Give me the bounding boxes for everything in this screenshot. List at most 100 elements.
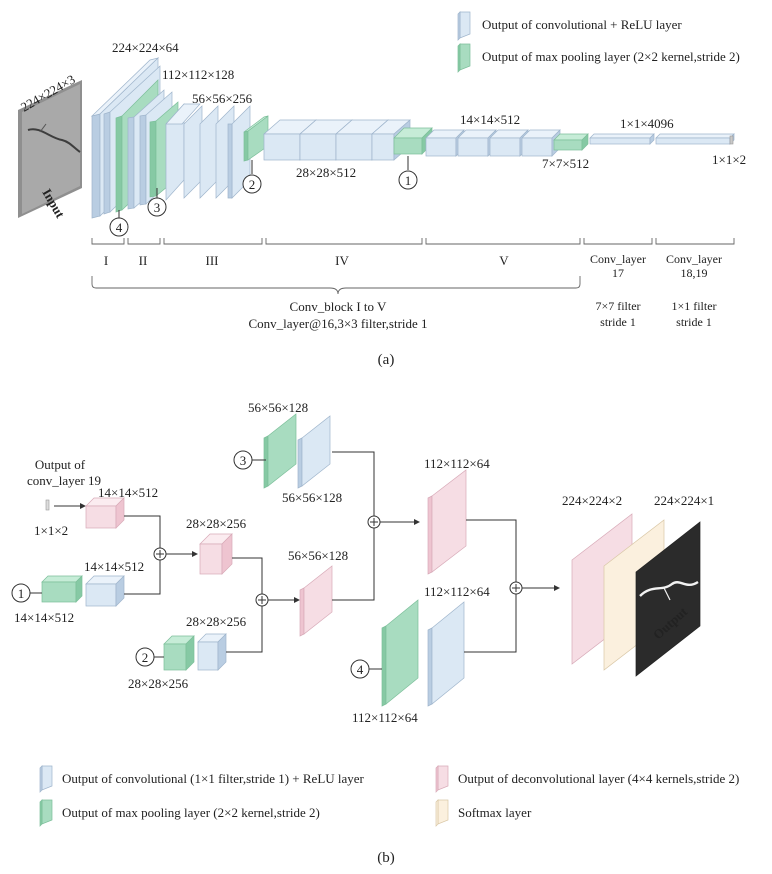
size-7x7x512: 7×7×512 xyxy=(542,156,589,171)
legend-b-maxpool-swatch xyxy=(39,799,53,827)
summary-line-2: Conv_layer@16,3×3 filter,stride 1 xyxy=(248,316,427,331)
block-label-1: I xyxy=(104,253,108,268)
merge1-line-top xyxy=(124,515,161,548)
merge4-line-bottom xyxy=(464,594,517,653)
size-b-14-green: 14×14×512 xyxy=(14,610,74,625)
merge3-line-top xyxy=(332,451,375,516)
size-224x224x64: 224×224×64 xyxy=(112,40,179,55)
conv1819-stride: stride 1 xyxy=(676,315,712,329)
conv-14x14x512 xyxy=(85,575,125,607)
caption-a: (a) xyxy=(378,352,395,368)
caption-b: (b) xyxy=(377,850,395,866)
summary-line-1: Conv_block I to V xyxy=(290,299,388,314)
legend-b-conv-label: Output of convolutional (1×1 filter,stri… xyxy=(62,771,365,786)
size-b-112-pink: 112×112×64 xyxy=(424,456,490,471)
conv-112x112x64 xyxy=(427,601,465,707)
legend-a-maxpool-label: Output of max pooling layer (2×2 kernel,… xyxy=(482,49,740,64)
block-5-layers xyxy=(425,129,589,157)
legend-a-conv-label: Output of convolutional + ReLU layer xyxy=(482,17,682,32)
size-56x56x256: 56×56×256 xyxy=(192,91,253,106)
size-1x1x4096: 1×1×4096 xyxy=(620,116,674,131)
input-1x1x2-block xyxy=(45,499,50,511)
size-b-56-green: 56×56×128 xyxy=(248,400,308,415)
size-14x14x512: 14×14×512 xyxy=(460,112,520,127)
marker-b-3: 3 xyxy=(233,450,266,470)
size-b-14-blue: 14×14×512 xyxy=(84,559,144,574)
marker-a-2: 2 xyxy=(242,160,262,194)
legend-b-softmax-label: Softmax layer xyxy=(458,805,532,820)
svg-text:4: 4 xyxy=(357,662,364,677)
svg-text:1: 1 xyxy=(18,586,25,601)
conv1819-label-line1: Conv_layer xyxy=(666,252,722,266)
block-label-5: V xyxy=(499,253,509,268)
size-b-28-blue: 28×28×256 xyxy=(186,614,247,629)
size-b-28-pink: 28×28×256 xyxy=(186,516,247,531)
maxpool-112x112x64 xyxy=(381,599,419,707)
block-4-layers xyxy=(263,119,433,161)
size-b-112-green: 112×112×64 xyxy=(352,710,418,725)
deconv-14x14x512 xyxy=(85,497,125,529)
size-28x28x512: 28×28×512 xyxy=(296,165,356,180)
merge3-line-bottom xyxy=(332,528,375,601)
conv1819-filter: 1×1 filter xyxy=(671,299,716,313)
input-image: 224×224×3 Input xyxy=(18,72,82,221)
marker-a-4: 4 xyxy=(109,210,129,237)
marker-a-3: 3 xyxy=(147,188,167,217)
svg-text:1: 1 xyxy=(405,173,412,188)
size-b-56-pink: 56×56×128 xyxy=(288,548,348,563)
legend-b-deconv-label: Output of deconvolutional layer (4×4 ker… xyxy=(458,771,739,786)
size-b-112-blue: 112×112×64 xyxy=(424,584,490,599)
svg-text:3: 3 xyxy=(240,453,247,468)
output-of-label-1: Output of xyxy=(35,457,86,472)
marker-b-1: 1 xyxy=(11,583,42,603)
block-3-layers xyxy=(165,103,269,201)
conv17-filter: 7×7 filter xyxy=(595,299,640,313)
conv17-label-line2: 17 xyxy=(612,266,624,280)
merge4-line-top xyxy=(466,519,517,582)
deconv-28x28x256 xyxy=(199,533,233,575)
size-b-224-pink: 224×224×2 xyxy=(562,493,622,508)
deconv-112x112x64 xyxy=(427,469,467,575)
svg-text:3: 3 xyxy=(154,200,161,215)
conv-18-19-layers xyxy=(655,133,735,145)
size-b-56-blue: 56×56×128 xyxy=(282,490,342,505)
summary-brace xyxy=(91,276,581,295)
size-b-28-green: 28×28×256 xyxy=(128,676,189,691)
conv-56x56x128 xyxy=(297,415,331,489)
block-label-3: III xyxy=(206,253,219,268)
legend-b-softmax-swatch xyxy=(435,799,449,827)
maxpool-14x14x512 xyxy=(41,575,83,603)
legend-b-maxpool-label: Output of max pooling layer (2×2 kernel,… xyxy=(62,805,320,820)
conv-17-layer xyxy=(589,133,655,145)
deconv-56x56x128 xyxy=(299,565,333,637)
conv17-stride: stride 1 xyxy=(600,315,636,329)
marker-a-1: 1 xyxy=(398,156,418,190)
size-b-14-pink: 14×14×512 xyxy=(98,485,158,500)
conv17-label-line1: Conv_layer xyxy=(590,252,646,266)
legend-b-deconv-swatch xyxy=(435,765,449,793)
svg-text:4: 4 xyxy=(116,220,123,235)
legend-b-conv-swatch xyxy=(39,765,53,793)
size-1x1x2: 1×1×2 xyxy=(712,152,746,167)
maxpool-28x28x256 xyxy=(163,635,195,671)
legend-a: Output of convolutional + ReLU layer Out… xyxy=(457,11,740,73)
svg-text:2: 2 xyxy=(249,177,256,192)
output-image xyxy=(635,521,701,677)
block-label-2: II xyxy=(139,253,148,268)
svg-text:2: 2 xyxy=(142,650,149,665)
panel-a: Output of convolutional + ReLU layer Out… xyxy=(18,11,746,368)
panel-b: Output of conv_layer 19 1×1×2 14×14×512 … xyxy=(11,400,739,866)
legend-a-conv-swatch xyxy=(457,11,471,41)
output-of-label-2: conv_layer 19 xyxy=(27,473,101,488)
size-112x112x128: 112×112×128 xyxy=(162,67,234,82)
legend-a-maxpool-swatch xyxy=(457,43,471,73)
merge1-line-bottom xyxy=(124,560,161,595)
block-label-4: IV xyxy=(335,253,349,268)
marker-b-4: 4 xyxy=(350,659,382,679)
marker-b-2: 2 xyxy=(135,647,164,667)
block-brackets xyxy=(91,238,735,245)
legend-b: Output of convolutional (1×1 filter,stri… xyxy=(39,765,739,827)
merge2-line-bottom xyxy=(226,606,263,653)
conv-28x28x256 xyxy=(197,633,227,671)
